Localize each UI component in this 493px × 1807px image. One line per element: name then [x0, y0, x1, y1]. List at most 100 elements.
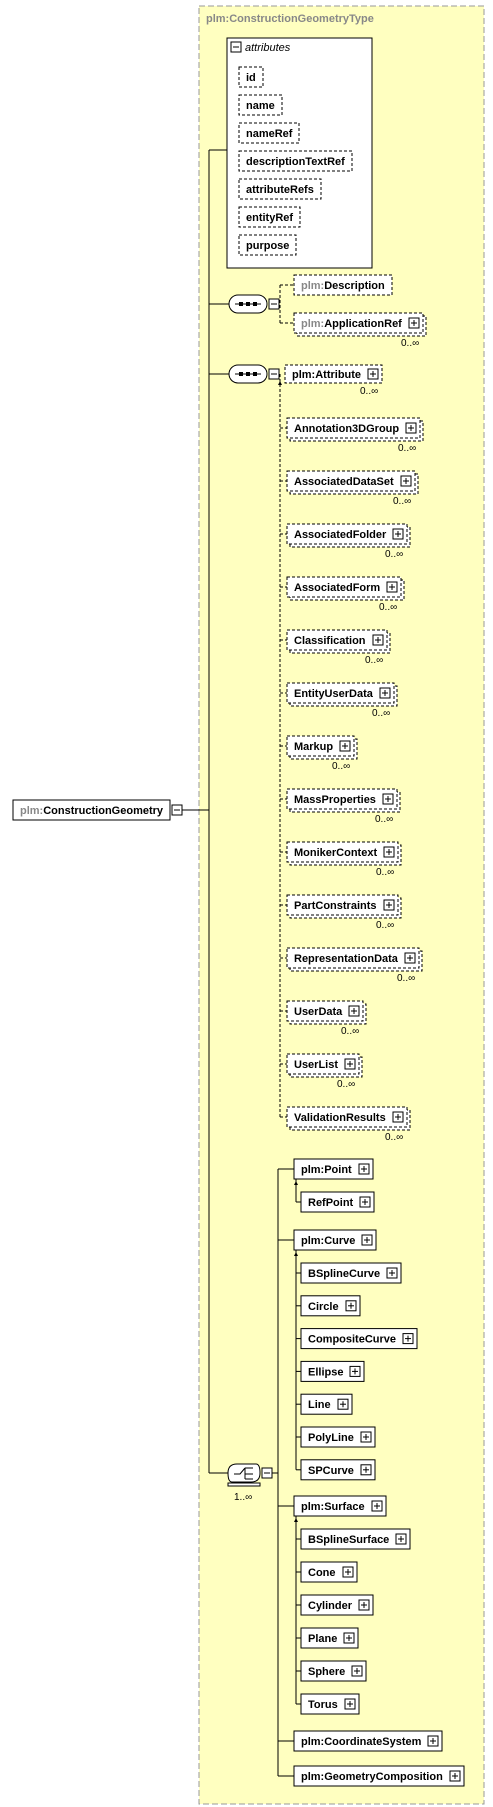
substitute-bsplinesurface-expand-icon[interactable]	[395, 1533, 407, 1545]
root-element-box[interactable]	[12, 799, 171, 821]
element-entityuserdata[interactable]: EntityUserData	[286, 682, 398, 707]
attribute-nameref[interactable]: nameRef	[238, 122, 300, 144]
element-userlist-box[interactable]	[286, 1053, 360, 1075]
element-annotation3dgroup-box[interactable]	[286, 417, 421, 439]
element-associatedfolder-box[interactable]	[286, 523, 408, 545]
substitute-torus-expand-icon[interactable]	[344, 1698, 356, 1710]
attribute-entityref-box[interactable]	[238, 206, 301, 228]
attribute-name[interactable]: name	[238, 94, 283, 116]
substitute-refpoint[interactable]: RefPoint	[300, 1191, 375, 1213]
element-massproperties[interactable]: MassProperties	[286, 788, 401, 813]
substitute-bsplinecurve[interactable]: BSplineCurve	[300, 1262, 402, 1284]
substitute-compositecurve-box[interactable]	[300, 1328, 418, 1350]
element-userdata-expand-icon[interactable]	[348, 1005, 360, 1017]
element-description[interactable]: plm:Description	[293, 274, 393, 296]
attribute-id-box[interactable]	[238, 66, 264, 88]
substitute-polyline-expand-icon[interactable]	[360, 1431, 372, 1443]
element-applicationref-box[interactable]	[293, 312, 424, 334]
element-associateddataset-box[interactable]	[286, 470, 416, 492]
element-markup-box[interactable]	[286, 735, 355, 757]
substitute-spcurve-box[interactable]	[300, 1459, 376, 1481]
element-description-box[interactable]	[293, 274, 393, 296]
choice-plm-curve-expand-icon[interactable]	[361, 1234, 373, 1246]
element-entityuserdata-expand-icon[interactable]	[379, 687, 391, 699]
element-monikercontext[interactable]: MonikerContext	[286, 841, 402, 866]
element-representationdata-box[interactable]	[286, 947, 420, 969]
substitute-circle[interactable]: Circle	[300, 1295, 361, 1317]
attribute-purpose[interactable]: purpose	[238, 234, 297, 256]
element-associateddataset[interactable]: AssociatedDataSet	[286, 470, 419, 495]
element-monikercontext-box[interactable]	[286, 841, 399, 863]
substitute-bsplinecurve-expand-icon[interactable]	[386, 1267, 398, 1279]
element-associatedfolder[interactable]: AssociatedFolder	[286, 523, 411, 548]
element-partconstraints-expand-icon[interactable]	[383, 899, 395, 911]
substitute-circle-expand-icon[interactable]	[345, 1300, 357, 1312]
substitute-polyline[interactable]: PolyLine	[300, 1426, 376, 1448]
choice-plm-coordinatesystem-expand-icon[interactable]	[427, 1735, 439, 1747]
substitute-compositecurve-expand-icon[interactable]	[402, 1333, 414, 1345]
attribute-purpose-box[interactable]	[238, 234, 297, 256]
substitute-bsplinecurve-box[interactable]	[300, 1262, 402, 1284]
substitute-spcurve[interactable]: SPCurve	[300, 1459, 376, 1481]
substitute-ellipse[interactable]: Ellipse	[300, 1360, 365, 1382]
sequence-2-icon-collapse-icon[interactable]	[268, 368, 280, 380]
element-plm-attribute-expand-icon[interactable]	[367, 368, 379, 380]
substitute-cone-expand-icon[interactable]	[342, 1566, 354, 1578]
attribute-attributerefs[interactable]: attributeRefs	[238, 178, 322, 200]
choice-plm-curve[interactable]: plm:Curve	[293, 1229, 377, 1251]
choice-icon-collapse-icon[interactable]	[261, 1467, 273, 1479]
element-annotation3dgroup-expand-icon[interactable]	[405, 422, 417, 434]
attribute-attributerefs-box[interactable]	[238, 178, 322, 200]
substitute-bsplinesurface[interactable]: BSplineSurface	[300, 1528, 411, 1550]
substitute-circle-box[interactable]	[300, 1295, 361, 1317]
choice-plm-point[interactable]: plm:Point	[293, 1158, 374, 1180]
choice-plm-geometrycomposition[interactable]: plm:GeometryComposition	[293, 1765, 465, 1787]
choice-plm-point-expand-icon[interactable]	[358, 1163, 370, 1175]
choice-plm-surface-expand-icon[interactable]	[371, 1500, 383, 1512]
element-monikercontext-expand-icon[interactable]	[383, 846, 395, 858]
element-validationresults[interactable]: ValidationResults	[286, 1106, 411, 1131]
attribute-id[interactable]: id	[238, 66, 264, 88]
substitute-bsplinesurface-box[interactable]	[300, 1528, 411, 1550]
element-associateddataset-expand-icon[interactable]	[400, 475, 412, 487]
element-plm-attribute-box[interactable]	[284, 364, 383, 384]
substitute-sphere-expand-icon[interactable]	[351, 1665, 363, 1677]
substitute-refpoint-box[interactable]	[300, 1191, 375, 1213]
choice-plm-geometrycomposition-box[interactable]	[293, 1765, 465, 1787]
element-entityuserdata-box[interactable]	[286, 682, 395, 704]
substitute-refpoint-expand-icon[interactable]	[359, 1196, 371, 1208]
substitute-ellipse-expand-icon[interactable]	[349, 1365, 361, 1377]
element-classification[interactable]: Classification	[286, 629, 391, 654]
element-annotation3dgroup[interactable]: Annotation3DGroup	[286, 417, 424, 442]
sequence-1-icon-collapse-icon[interactable]	[268, 298, 280, 310]
root-element[interactable]: plm:ConstructionGeometry	[12, 799, 171, 821]
element-associatedform[interactable]: AssociatedForm	[286, 576, 405, 601]
choice-plm-curve-box[interactable]	[293, 1229, 377, 1251]
choice-plm-coordinatesystem-box[interactable]	[293, 1730, 443, 1752]
attributes-collapse-icon[interactable]	[230, 41, 242, 53]
element-representationdata[interactable]: RepresentationData	[286, 947, 423, 972]
element-partconstraints-box[interactable]	[286, 894, 399, 916]
element-userdata-box[interactable]	[286, 1000, 364, 1022]
substitute-sphere[interactable]: Sphere	[300, 1660, 367, 1682]
element-classification-expand-icon[interactable]	[372, 634, 384, 646]
choice-plm-geometrycomposition-expand-icon[interactable]	[449, 1770, 461, 1782]
element-userlist[interactable]: UserList	[286, 1053, 363, 1078]
substitute-spcurve-expand-icon[interactable]	[360, 1464, 372, 1476]
element-applicationref[interactable]: plm:ApplicationRef	[293, 312, 427, 337]
element-applicationref-expand-icon[interactable]	[408, 317, 420, 329]
substitute-polyline-box[interactable]	[300, 1426, 376, 1448]
choice-plm-surface[interactable]: plm:Surface	[293, 1495, 387, 1517]
choice-plm-surface-box[interactable]	[293, 1495, 387, 1517]
element-massproperties-expand-icon[interactable]	[382, 793, 394, 805]
substitute-plane-expand-icon[interactable]	[343, 1632, 355, 1644]
choice-plm-point-box[interactable]	[293, 1158, 374, 1180]
element-validationresults-box[interactable]	[286, 1106, 408, 1128]
substitute-line-expand-icon[interactable]	[337, 1398, 349, 1410]
attribute-entityref[interactable]: entityRef	[238, 206, 301, 228]
element-userdata[interactable]: UserData	[286, 1000, 367, 1025]
attribute-name-box[interactable]	[238, 94, 283, 116]
substitute-sphere-box[interactable]	[300, 1660, 367, 1682]
element-associatedform-expand-icon[interactable]	[386, 581, 398, 593]
substitute-compositecurve[interactable]: CompositeCurve	[300, 1328, 418, 1350]
